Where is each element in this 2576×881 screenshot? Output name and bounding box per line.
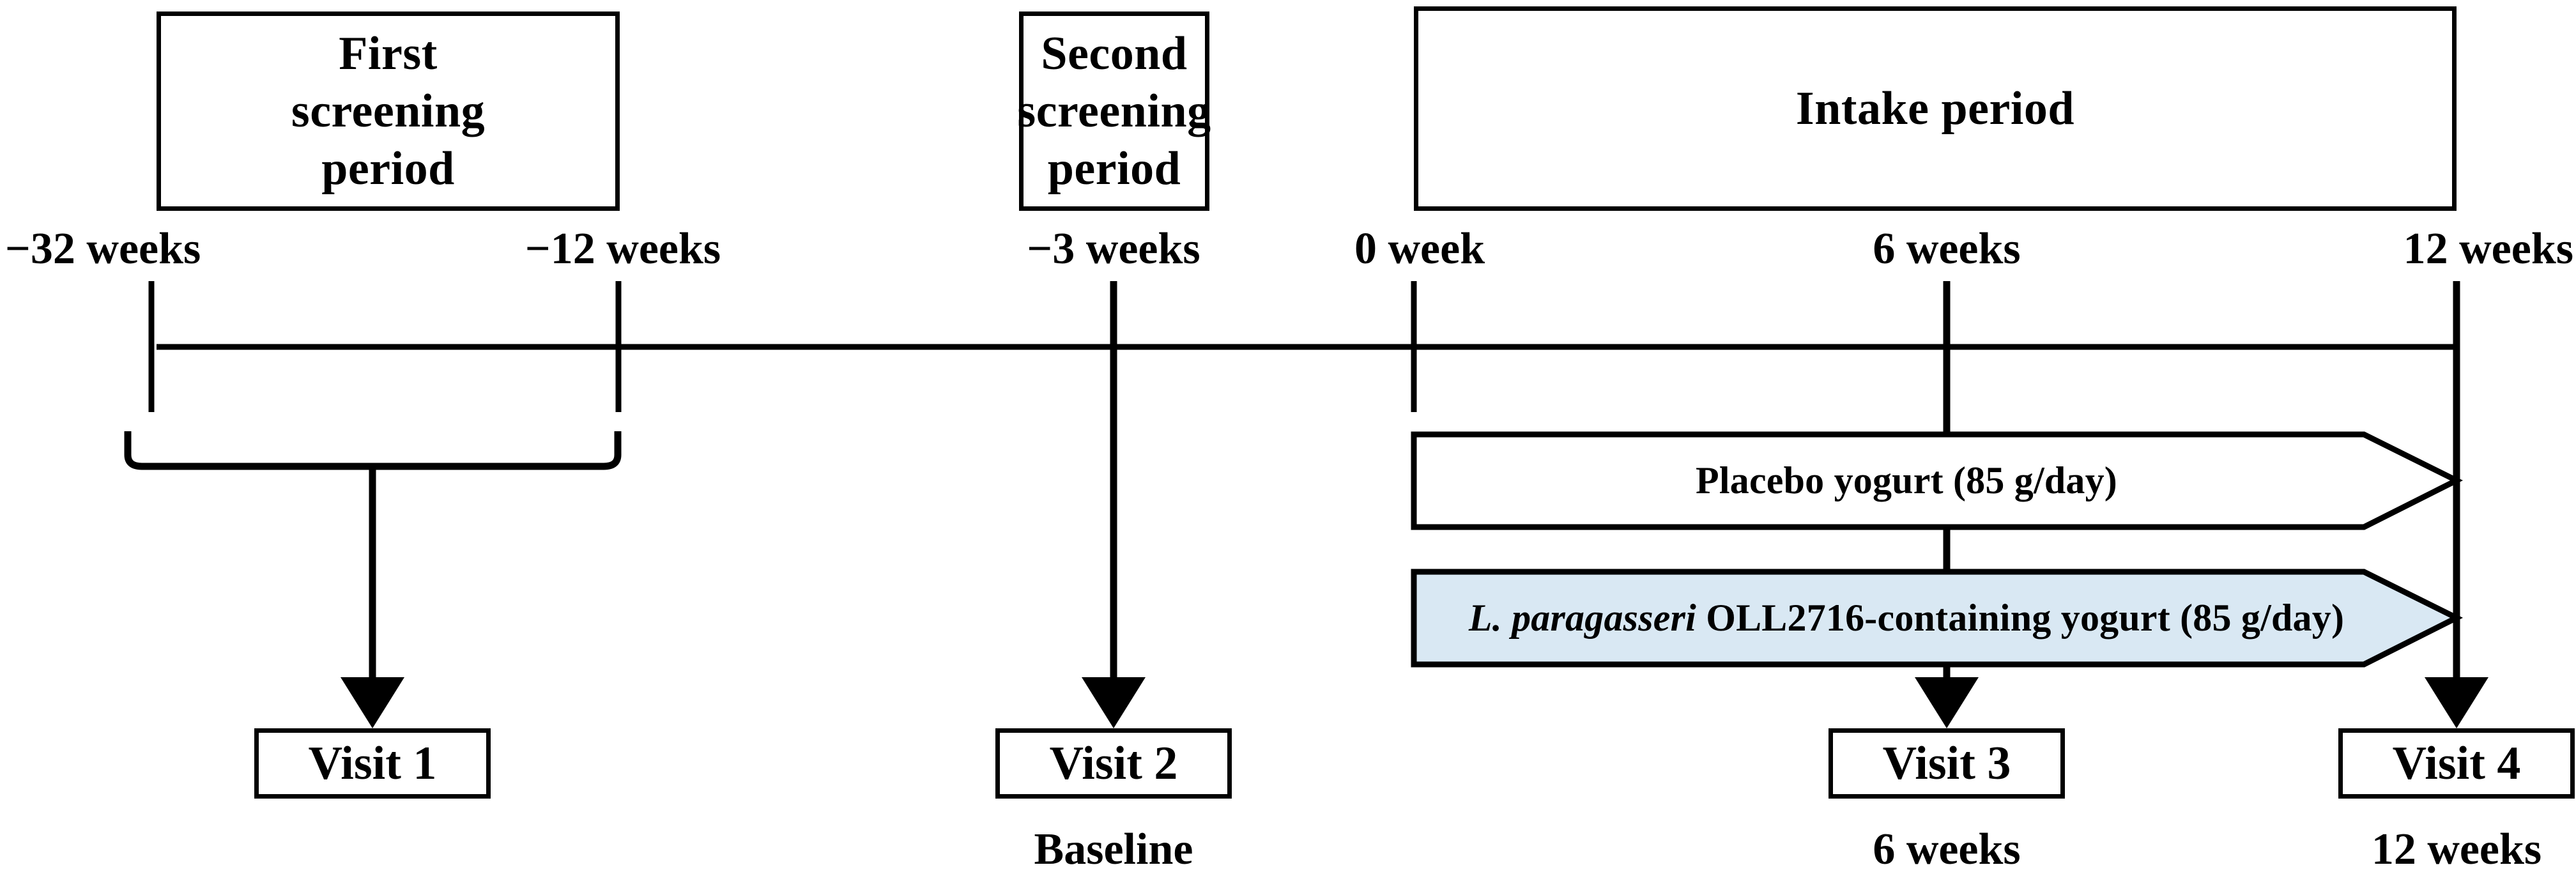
- tick-label-6-weeks: 6 weeks: [1873, 224, 2021, 273]
- arrowhead-to-visit-1: [341, 677, 404, 728]
- tick-label-minus-3-weeks: −3 weeks: [1027, 224, 1200, 273]
- placebo-arm-band: [1411, 431, 2464, 530]
- first-screening-period-box: First screening period: [157, 11, 620, 211]
- visit-1-label: Visit 1: [308, 737, 437, 790]
- visit-2-box: Visit 2: [995, 728, 1232, 799]
- tick-label-minus-12-weeks: −12 weeks: [525, 224, 721, 273]
- visit-2-caption: Baseline: [1034, 825, 1193, 874]
- visit-3-caption: 6 weeks: [1873, 825, 2021, 874]
- visit-4-label: Visit 4: [2392, 737, 2521, 790]
- visit-3-box: Visit 3: [1828, 728, 2065, 799]
- first-screening-brace: [124, 431, 622, 470]
- visit-1-box: Visit 1: [254, 728, 491, 799]
- visit-2-label: Visit 2: [1049, 737, 1178, 790]
- second-screening-period-box: Second screening period: [1017, 11, 1211, 211]
- second-screening-period-label: Second screening period: [1017, 27, 1211, 195]
- first-screening-period-label: First screening period: [291, 27, 486, 195]
- visit-4-box: Visit 4: [2338, 728, 2575, 799]
- tick-label-minus-32-weeks: −32 weeks: [5, 224, 201, 273]
- intake-period-label: Intake period: [1795, 82, 2075, 135]
- visit-3-label: Visit 3: [1882, 737, 2011, 790]
- test-arm-band: [1411, 569, 2464, 668]
- arrowhead-to-visit-4: [2425, 677, 2488, 728]
- visit-4-caption: 12 weeks: [2371, 825, 2542, 874]
- tick-label-0-week: 0 week: [1354, 224, 1485, 273]
- tick-label-12-weeks: 12 weeks: [2403, 224, 2573, 273]
- intake-period-box: Intake period: [1414, 6, 2457, 211]
- arrowhead-to-visit-2: [1082, 677, 1146, 728]
- arrowhead-to-visit-3: [1915, 677, 1979, 728]
